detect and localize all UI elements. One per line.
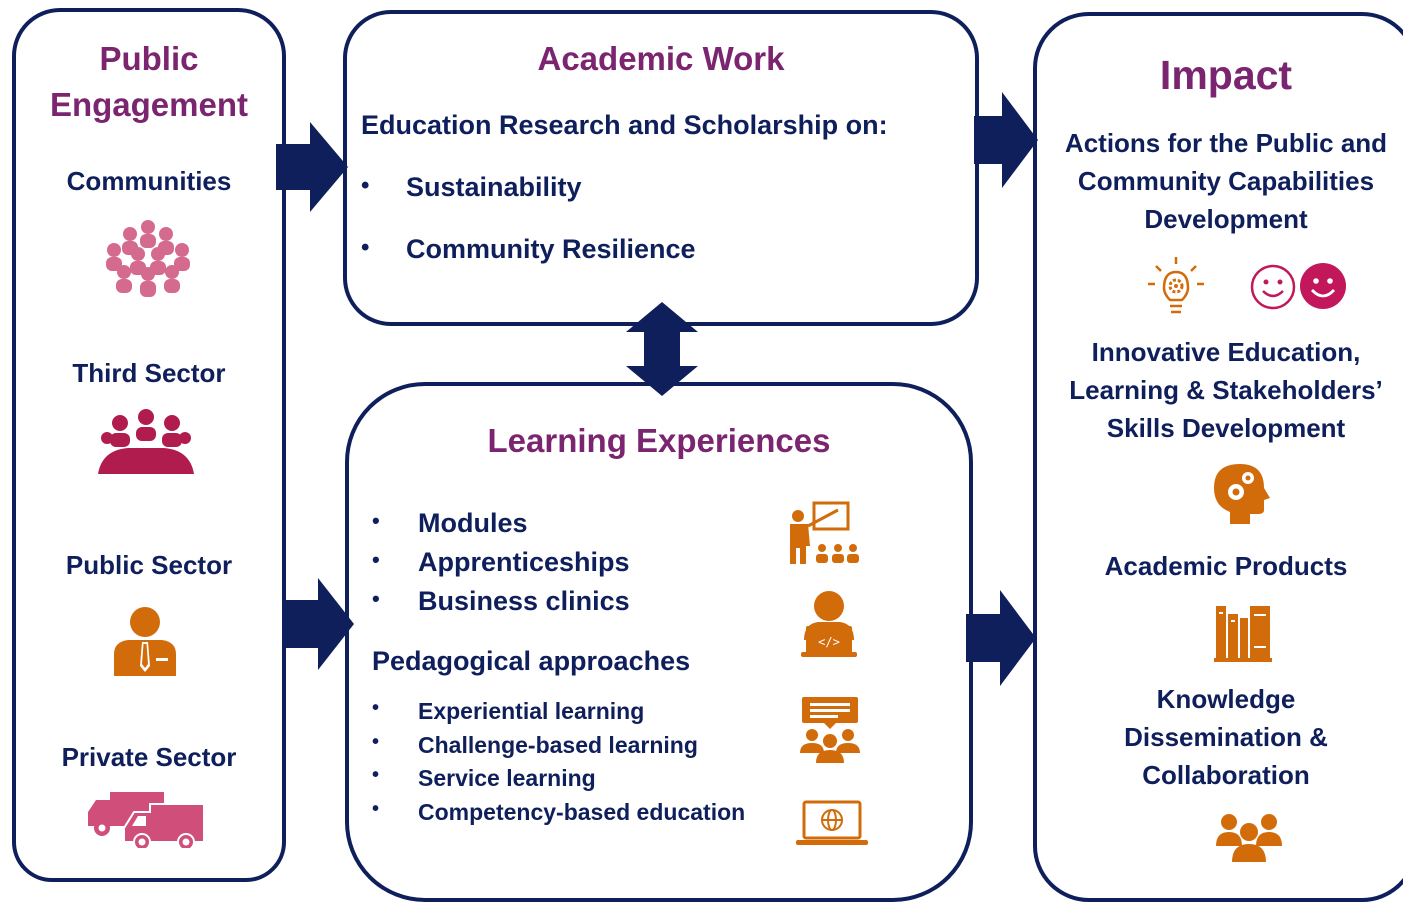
approach-competency: Competency-based education [418, 798, 746, 825]
official-person-icon [114, 606, 176, 676]
bullet-marker: • [372, 764, 380, 786]
approach-service: Service learning [418, 765, 596, 791]
pedagogical-approaches-heading: Pedagogical approaches [372, 646, 691, 676]
arrow-public-to-learning [282, 578, 356, 670]
web-laptop-icon [794, 800, 870, 848]
bullet-marker: • [372, 730, 380, 753]
bullet-marker: • [361, 172, 370, 199]
group-discussion-icon [798, 695, 862, 763]
books-icon [1214, 604, 1272, 662]
impact-title: Impact [1159, 52, 1293, 98]
bullet-marker: • [372, 797, 380, 820]
bullet-community-resilience: Community Resilience [406, 234, 696, 264]
impact-actions-text: Actions for the Public and Community Cap… [1064, 128, 1388, 234]
impact-academic-products: Academic Products [1104, 551, 1348, 581]
bullet-business-clinics: Business clinics [418, 586, 630, 616]
academic-work-title: Academic Work [537, 40, 785, 77]
teacher-presentation-icon [786, 500, 860, 566]
arrow-academic-to-impact [974, 92, 1040, 188]
impact-panel [1033, 12, 1403, 902]
meeting-table-icon [98, 408, 194, 476]
approach-experiential: Experiential learning [418, 698, 645, 724]
public-engagement-panel [12, 8, 286, 882]
group-label-communities: Communities [66, 166, 232, 196]
learning-experiences-title: Learning Experiences [487, 422, 831, 459]
impact-knowledge-text: Knowledge Dissemination & Collaboration [1124, 684, 1328, 790]
bullet-apprenticeships: Apprenticeships [418, 547, 630, 577]
bullet-sustainability: Sustainability [406, 172, 582, 202]
head-gears-icon [1206, 460, 1272, 526]
arrow-academic-learning-bidirectional [624, 302, 700, 396]
bullet-marker: • [372, 697, 380, 719]
lightbulb-gear-icon [1144, 256, 1208, 320]
bullet-marker: • [372, 547, 380, 572]
smiley-outline-icon [1250, 264, 1296, 310]
academic-work-panel [343, 10, 979, 326]
bullet-marker: • [372, 586, 380, 611]
team-icon [1216, 812, 1282, 862]
approach-challenge: Challenge-based learning [418, 731, 698, 758]
public-engagement-title: Public Engagement [49, 40, 249, 123]
academic-work-subtitle: Education Research and Scholarship on: [361, 110, 888, 140]
group-label-third-sector: Third Sector [72, 358, 226, 388]
arrow-learning-to-impact [966, 590, 1038, 686]
svg-text:</>: </> [818, 635, 840, 649]
coder-laptop-icon: </> [800, 590, 858, 658]
learning-experiences-panel [345, 382, 973, 902]
bullet-marker: • [372, 508, 380, 533]
bullet-modules: Modules [418, 508, 528, 538]
bullet-marker: • [361, 234, 370, 261]
impact-innovative-text: Innovative Education, Learning & Stakeho… [1069, 337, 1383, 443]
smiley-filled-icon [1299, 262, 1347, 310]
delivery-trucks-icon [86, 786, 206, 848]
group-label-public-sector: Public Sector [65, 550, 233, 580]
group-label-private-sector: Private Sector [61, 742, 237, 772]
community-crowd-icon [100, 218, 196, 302]
arrow-public-to-academic [276, 122, 350, 212]
